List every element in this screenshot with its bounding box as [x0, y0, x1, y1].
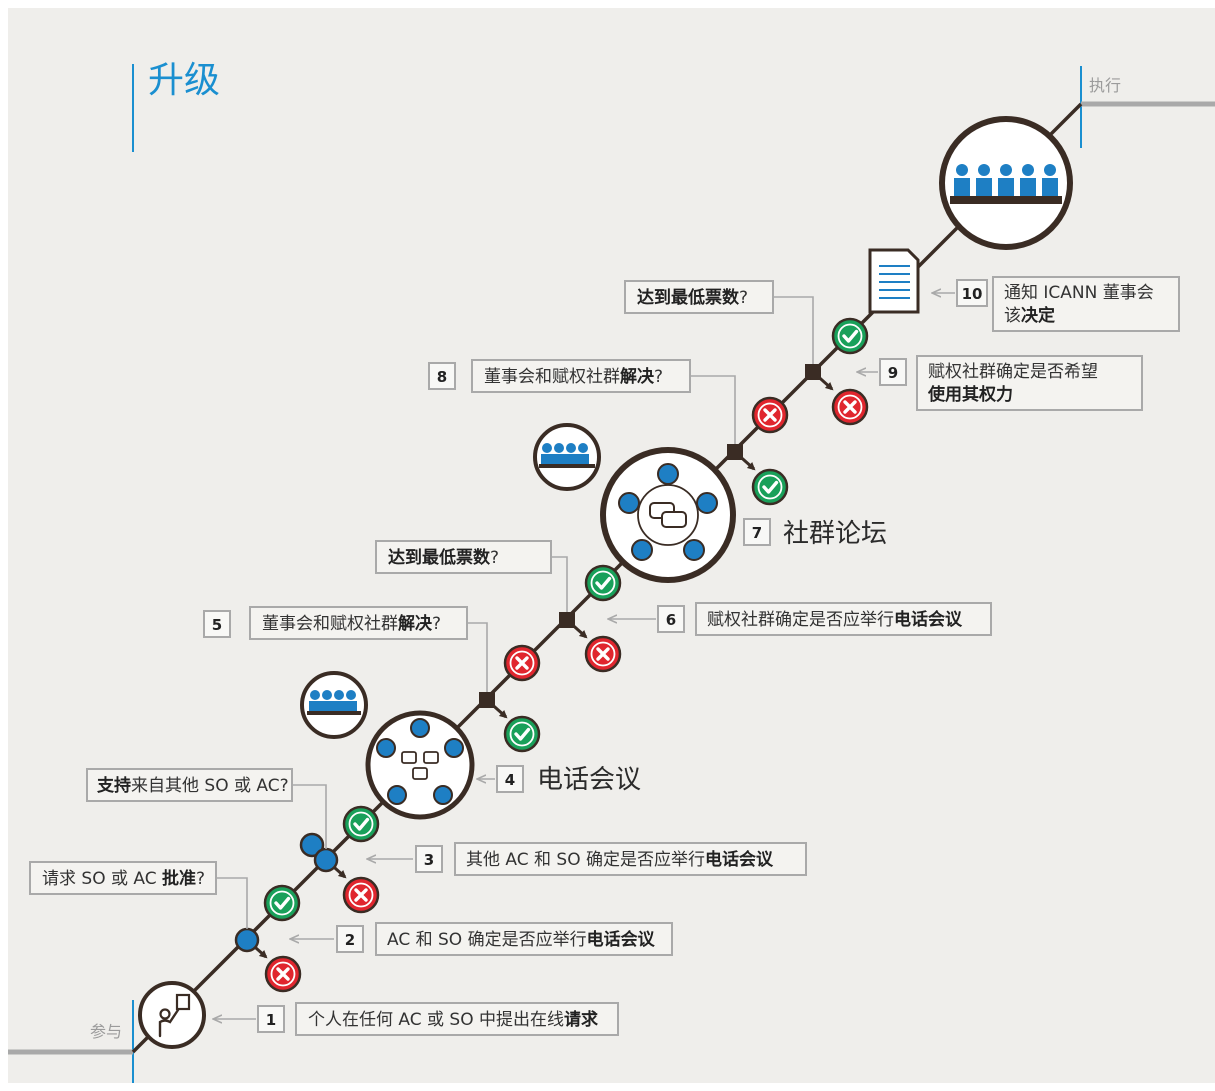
- step-2-number: 2: [345, 931, 355, 949]
- corner-participate-label: 参与: [90, 1022, 122, 1041]
- step-7-title: 社群论坛: [783, 519, 887, 549]
- step-4-title: 电话会议: [537, 765, 641, 795]
- reject-cross-icon-6: [831, 388, 869, 426]
- approve-check-icon-1: [263, 884, 301, 922]
- step-6-box: [695, 602, 992, 636]
- step-9-text-line1: 赋权社群确定是否希望: [928, 362, 1098, 382]
- step-3-number-box: [415, 845, 443, 873]
- step-4-number: 4: [505, 771, 515, 789]
- step-5-text: 董事会和赋权社群解决?: [262, 613, 441, 634]
- step-2-text: AC 和 SO 确定是否应举行电话会议: [387, 929, 656, 950]
- community-forum-hub-icon: [600, 447, 736, 583]
- person-presenting-icon: [138, 981, 206, 1049]
- step-4-number-box: [496, 765, 524, 793]
- approve-check-icon-5: [751, 468, 789, 506]
- step-1-number-box: [257, 1005, 285, 1033]
- step-10-text-line1: 通知 ICANN 董事会: [1004, 283, 1154, 303]
- step-6-number: 6: [666, 611, 676, 629]
- step-8-connector: [690, 375, 736, 444]
- step-8-box: [471, 359, 691, 393]
- conference-call-hub-icon: [365, 710, 475, 820]
- step-6-number-box: [657, 605, 685, 633]
- approve-check-icon-2: [342, 805, 380, 843]
- step-10-number: 10: [962, 285, 983, 303]
- step-7-number-box: [743, 518, 771, 546]
- icann-board-icon: [939, 116, 1073, 250]
- step-1-number: 1: [266, 1011, 276, 1029]
- approve-check-icon-4: [584, 564, 622, 602]
- junction-square-9: [805, 364, 821, 380]
- step-2-number-box: [336, 925, 364, 953]
- step-8-text: 董事会和赋权社群解决?: [484, 366, 663, 387]
- junction-square-8: [727, 444, 743, 460]
- reject-cross-icon-2: [342, 876, 380, 914]
- step-3-box: [454, 842, 807, 876]
- step-1-box: [295, 1002, 619, 1036]
- step-7-number: 7: [752, 524, 762, 542]
- notice-document-icon: [868, 248, 920, 314]
- junction-square-5: [479, 692, 495, 708]
- step-8-number: 8: [437, 368, 447, 386]
- reject-cross-icon-1: [264, 955, 302, 993]
- junction-square-6: [559, 612, 575, 628]
- step-10-text-line2: 该决定: [1004, 305, 1055, 326]
- approve-connector: [216, 877, 248, 929]
- step-5-box: [249, 606, 468, 640]
- board-members-small-icon-1: [300, 671, 368, 739]
- page-title: 升级: [148, 60, 220, 101]
- approve-check-icon-3: [503, 715, 541, 753]
- step-9-text-line2: 使用其权力: [927, 384, 1013, 405]
- step-9-box: [916, 355, 1143, 411]
- reject-cross-icon-3: [503, 644, 541, 682]
- step-5-connector: [467, 622, 488, 692]
- step-6-text: 赋权社群确定是否应举行电话会议: [707, 609, 963, 630]
- junction-node-support-a: [299, 832, 325, 858]
- junction-node-support-b: [313, 847, 339, 873]
- support-connector: [292, 784, 327, 849]
- step-9-number: 9: [888, 364, 898, 382]
- step-3-text: 其他 AC 和 SO 确定是否应举行电话会议: [466, 849, 774, 870]
- support-question: 支持来自其他 SO 或 AC?: [97, 775, 289, 796]
- min-votes-question-1: 达到最低票数?: [388, 547, 499, 568]
- step-10-box: [992, 276, 1180, 332]
- step-3-number: 3: [424, 851, 434, 869]
- approve-check-icon-6: [831, 317, 869, 355]
- min-votes-question-box-1: [375, 540, 552, 574]
- approve-question: 请求 SO 或 AC 批准?: [42, 868, 205, 889]
- step-2-box: [375, 922, 673, 956]
- step-5-number: 5: [212, 616, 222, 634]
- board-members-small-icon-2: [533, 423, 601, 491]
- step-8-number-box: [428, 362, 456, 390]
- step-1-text: 个人在任何 AC 或 SO 中提出在线请求: [308, 1009, 598, 1030]
- reject-cross-icon-5: [751, 396, 789, 434]
- step-10-number-box: [956, 279, 988, 307]
- min-votes-connector-1: [551, 556, 568, 612]
- junction-node-request: [234, 927, 260, 953]
- step-9-number-box: [879, 358, 907, 386]
- reject-cross-icon-4: [584, 635, 622, 673]
- min-votes-connector-2: [773, 296, 814, 364]
- support-question-box: [86, 768, 293, 802]
- min-votes-question-2: 达到最低票数?: [637, 287, 748, 308]
- corner-execute-label: 执行: [1089, 76, 1121, 95]
- step-5-number-box: [203, 610, 231, 638]
